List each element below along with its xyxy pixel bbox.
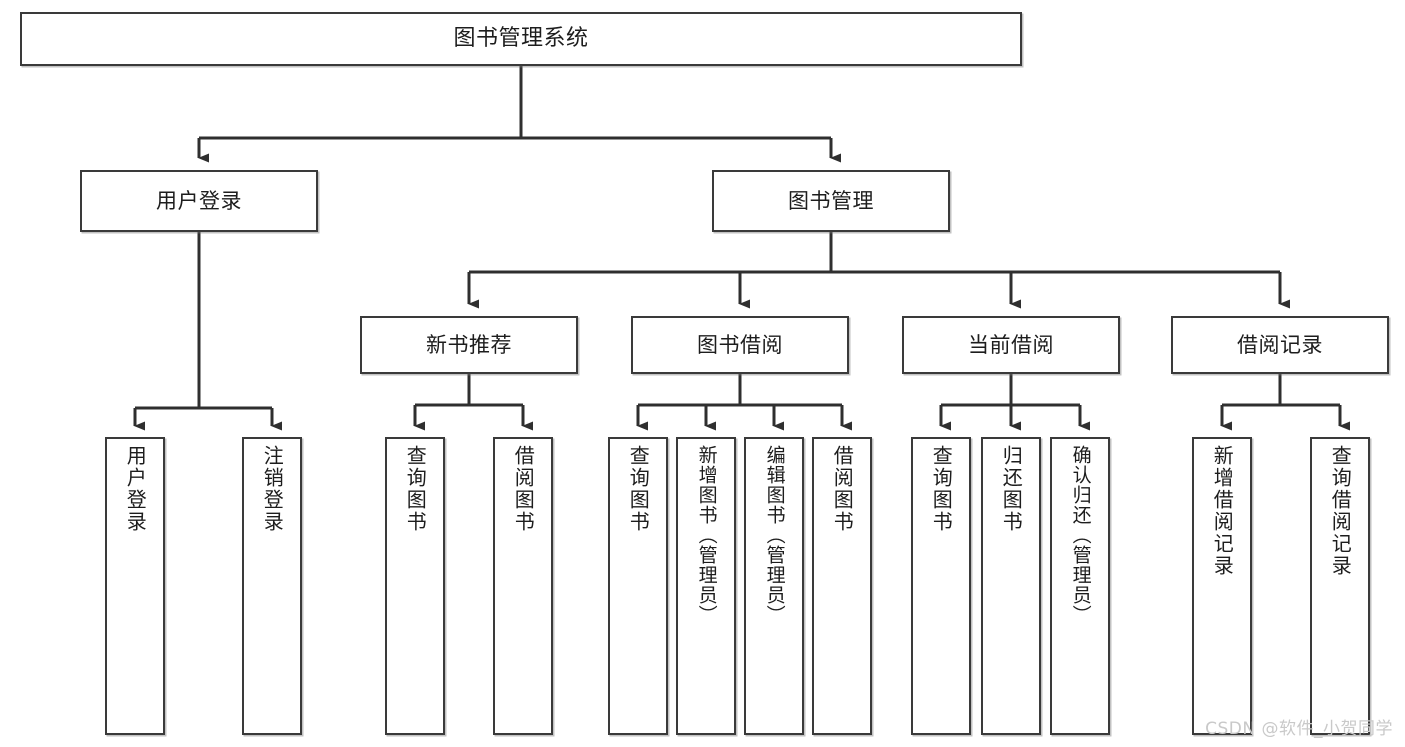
node-borrow-record-label: 借阅记录 [1237,332,1323,357]
node-leaf-return-book[interactable]: 归还图书 [981,437,1041,735]
node-leaf-query-book-1-label: 查询图书 [403,445,428,533]
node-leaf-confirm-return[interactable]: 确认归还（管理员） [1050,437,1110,735]
node-leaf-confirm-return-label: 确认归还（管理员） [1069,445,1092,625]
node-book-borrow[interactable]: 图书借阅 [631,316,849,374]
node-leaf-query-book-1[interactable]: 查询图书 [385,437,445,735]
node-book-management[interactable]: 图书管理 [712,170,950,232]
node-leaf-query-book-3[interactable]: 查询图书 [911,437,971,735]
node-borrow-record[interactable]: 借阅记录 [1171,316,1389,374]
watermark: CSDN @软件_小贺同学 [1205,719,1393,739]
node-leaf-borrow-book-2-label: 借阅图书 [830,445,855,533]
node-leaf-add-record-label: 新增借阅记录 [1210,445,1235,577]
node-leaf-query-book-2[interactable]: 查询图书 [608,437,668,735]
node-leaf-query-book-3-label: 查询图书 [929,445,954,533]
node-leaf-add-book-label: 新增图书（管理员） [695,445,718,625]
node-current-borrow[interactable]: 当前借阅 [902,316,1120,374]
node-leaf-add-record[interactable]: 新增借阅记录 [1192,437,1252,735]
node-book-management-label: 图书管理 [788,188,874,213]
node-leaf-edit-book[interactable]: 编辑图书（管理员） [744,437,804,735]
node-root[interactable]: 图书管理系统 [20,12,1022,66]
node-leaf-borrow-book-1[interactable]: 借阅图书 [493,437,553,735]
node-user-login-label: 用户登录 [156,188,242,213]
node-leaf-user-logout-label: 注销登录 [260,445,285,533]
node-leaf-return-book-label: 归还图书 [999,445,1024,533]
node-leaf-borrow-book-1-label: 借阅图书 [511,445,536,533]
node-leaf-edit-book-label: 编辑图书（管理员） [763,445,786,625]
node-leaf-user-login-label: 用户登录 [123,445,148,533]
node-leaf-borrow-book-2[interactable]: 借阅图书 [812,437,872,735]
node-new-book-recommend-label: 新书推荐 [426,332,512,357]
node-leaf-query-record-label: 查询借阅记录 [1328,445,1353,577]
node-user-login[interactable]: 用户登录 [80,170,318,232]
node-leaf-user-logout[interactable]: 注销登录 [242,437,302,735]
node-leaf-user-login[interactable]: 用户登录 [105,437,165,735]
node-current-borrow-label: 当前借阅 [968,332,1054,357]
node-new-book-recommend[interactable]: 新书推荐 [360,316,578,374]
node-book-borrow-label: 图书借阅 [697,332,783,357]
node-root-label: 图书管理系统 [453,26,589,52]
node-leaf-query-book-2-label: 查询图书 [626,445,651,533]
node-leaf-add-book[interactable]: 新增图书（管理员） [676,437,736,735]
node-leaf-query-record[interactable]: 查询借阅记录 [1310,437,1370,735]
